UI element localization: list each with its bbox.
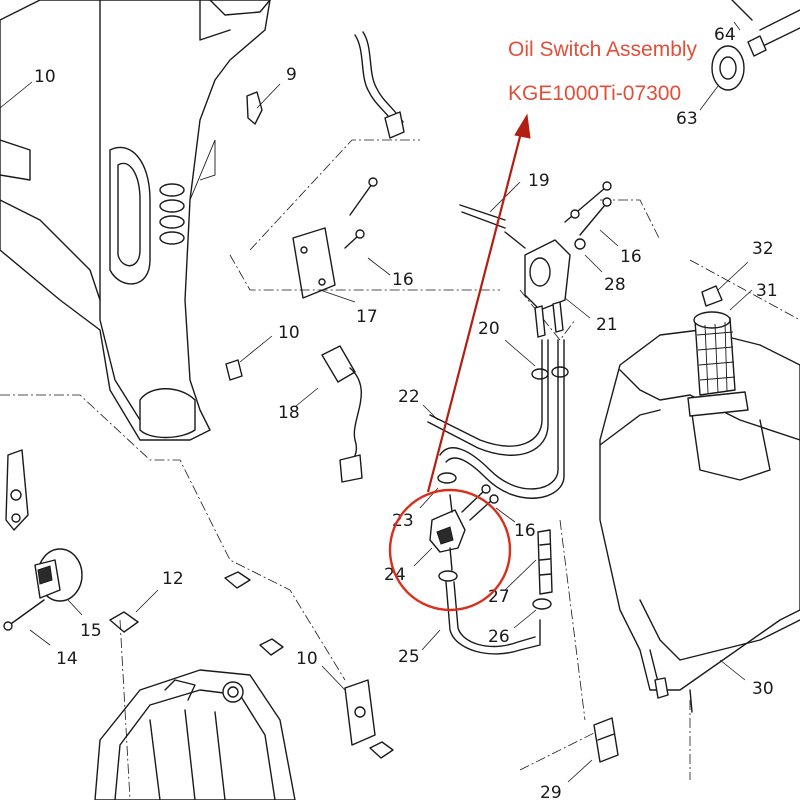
left-mount-plate xyxy=(5,449,29,531)
fuel-hose-19 xyxy=(354,31,521,229)
seal-64 xyxy=(731,0,800,57)
label-25: 25 xyxy=(398,647,420,667)
label-27: 27 xyxy=(488,587,510,607)
screw-16-left xyxy=(344,177,391,276)
fuel-hoses-22 xyxy=(422,339,565,499)
label-16-switch: 16 xyxy=(514,521,536,541)
label-64: 64 xyxy=(714,25,736,45)
fuel-tank-30 xyxy=(599,329,800,713)
label-28: 28 xyxy=(604,275,626,295)
filler-collar-63 xyxy=(699,45,745,111)
label-30: 30 xyxy=(752,679,774,699)
grommet-29 xyxy=(567,717,619,783)
fuel-strainer-31 xyxy=(687,289,753,417)
knob-15 xyxy=(34,548,83,616)
fuel-hose-25 xyxy=(421,581,541,655)
label-16-left: 16 xyxy=(392,270,414,290)
label-20: 20 xyxy=(478,319,500,339)
label-10-mid: 10 xyxy=(278,323,300,343)
clip-nut-12 xyxy=(109,589,159,633)
fitting-27 xyxy=(504,529,553,595)
label-21: 21 xyxy=(596,315,618,335)
clip-10-mid xyxy=(225,335,273,381)
clip-nut xyxy=(259,638,284,656)
label-23: 23 xyxy=(392,511,414,531)
label-26: 26 xyxy=(488,627,510,647)
label-32: 32 xyxy=(752,239,774,259)
label-14: 14 xyxy=(56,649,78,669)
generator-side-cover xyxy=(0,0,271,441)
label-19: 19 xyxy=(528,171,550,191)
clip-nut xyxy=(224,571,251,589)
label-31: 31 xyxy=(756,281,778,301)
label-29: 29 xyxy=(540,783,562,800)
callout-part-code: KGE1000Ti-07300 xyxy=(508,82,681,105)
screws-16-top xyxy=(564,181,619,273)
generator-base-frame xyxy=(94,669,296,800)
clip-nut xyxy=(369,741,394,759)
label-16-top: 16 xyxy=(620,247,642,267)
label-9: 9 xyxy=(286,65,297,85)
fuel-cock-21 xyxy=(504,231,591,338)
vent-cap-32 xyxy=(701,261,749,307)
clip-26 xyxy=(513,598,552,629)
assembly-centerlines xyxy=(0,139,800,800)
label-15: 15 xyxy=(80,621,102,641)
bracket-9 xyxy=(246,83,281,125)
label-12: 12 xyxy=(162,569,184,589)
callout-title: Oil Switch Assembly xyxy=(508,38,698,61)
screw-14 xyxy=(3,599,51,646)
label-10-bottom: 10 xyxy=(296,649,318,669)
bracket-10-bottom xyxy=(321,665,376,746)
label-10-top: 10 xyxy=(34,67,56,87)
label-17: 17 xyxy=(356,307,378,327)
label-63: 63 xyxy=(676,109,698,129)
label-18: 18 xyxy=(278,403,300,423)
switch-18 xyxy=(295,345,363,483)
cover-plate-17 xyxy=(292,227,356,303)
label-22: 22 xyxy=(398,387,420,407)
oil-switch-highlight xyxy=(388,113,531,612)
oil-switch-assembly xyxy=(413,472,516,582)
